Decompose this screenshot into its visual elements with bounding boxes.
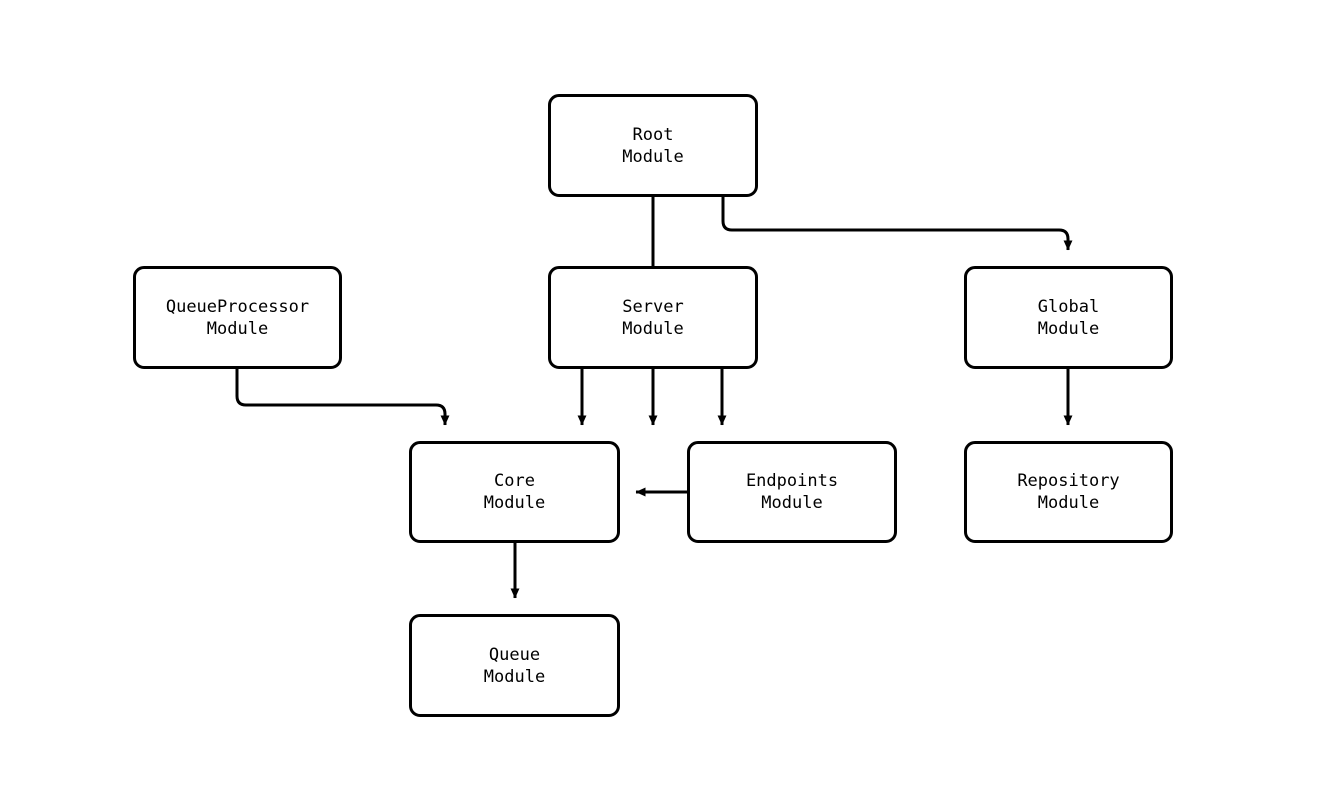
- node-queue-module-label-line2: Module: [483, 666, 546, 687]
- node-global-module-label-line2: Module: [1037, 318, 1100, 339]
- node-global-module[interactable]: Global Module: [964, 266, 1173, 369]
- node-global-module-label-line1: Global: [1037, 296, 1100, 317]
- node-repository-module-label-line1: Repository: [1017, 471, 1120, 491]
- edge-queueprocessor-to-core: [235, 369, 450, 426]
- node-core-module-label-line1: Core: [494, 471, 535, 491]
- node-repository-module[interactable]: Repository Module: [964, 441, 1173, 543]
- node-queueprocessor-module-label-line2: Module: [206, 318, 269, 339]
- node-root-module[interactable]: Root Module: [548, 94, 758, 197]
- node-core-module-label-line2: Module: [483, 493, 546, 513]
- node-queue-module-label-line1: Queue: [488, 644, 541, 665]
- node-queueprocessor-module-label-line1: QueueProcessor: [165, 296, 310, 317]
- edge-root-to-global: [721, 197, 1073, 251]
- node-server-module[interactable]: Server Module: [548, 266, 758, 369]
- node-core-module[interactable]: Core Module: [409, 441, 620, 543]
- node-server-module-label-line1: Server: [622, 296, 684, 317]
- node-endpoints-module-label-line1: Endpoints: [745, 471, 839, 491]
- node-endpoints-module[interactable]: Endpoints Module: [687, 441, 897, 543]
- node-endpoints-module-label-line2: Module: [761, 493, 823, 513]
- node-queue-module[interactable]: Queue Module: [409, 614, 620, 717]
- node-root-module-label-line2: Module: [622, 146, 684, 167]
- node-repository-module-label-line2: Module: [1037, 493, 1100, 513]
- node-queueprocessor-module[interactable]: QueueProcessor Module: [133, 266, 342, 369]
- node-server-module-label-line2: Module: [622, 318, 684, 339]
- node-root-module-label-line1: Root: [632, 124, 674, 145]
